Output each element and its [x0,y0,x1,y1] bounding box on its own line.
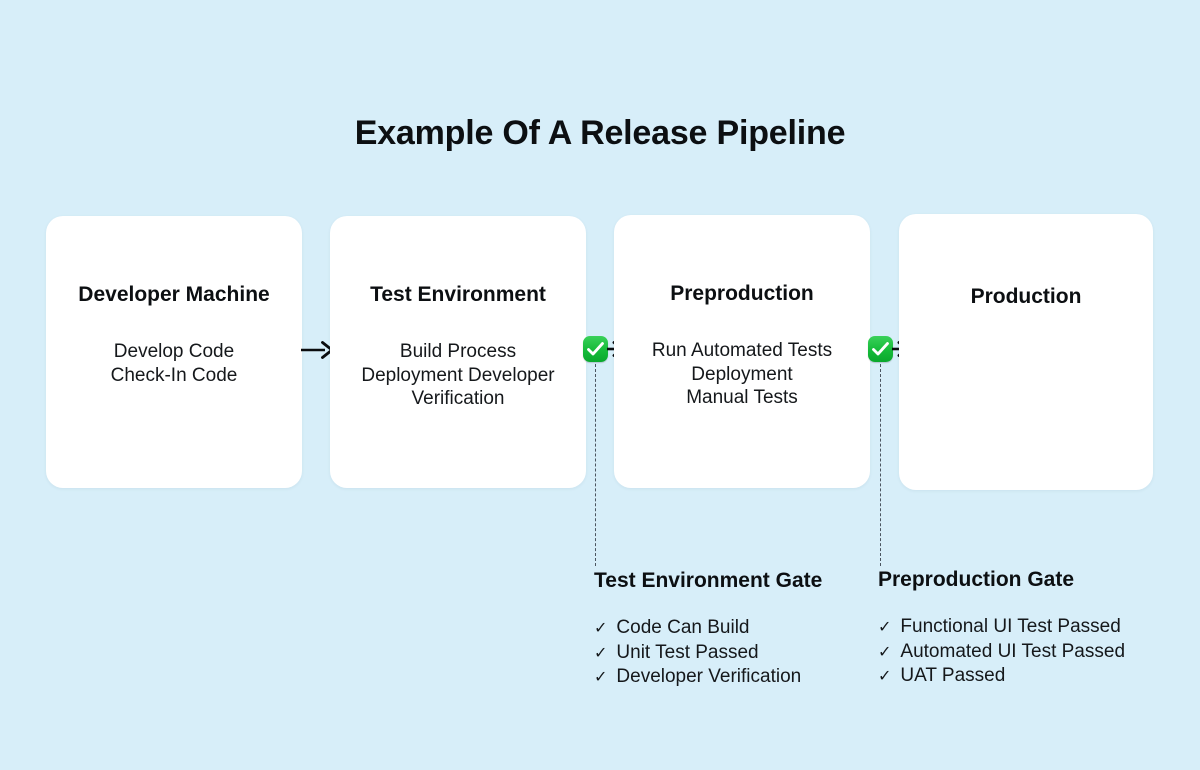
gate-detail-preproduction: Preproduction Gate ✓ Functional UI Test … [878,567,1178,689]
stage-body: Build Process Deployment Developer Verif… [361,341,555,409]
stage-card-developer-machine: Developer Machine Develop Code Check-In … [46,216,302,488]
green-check-badge-icon [868,336,893,362]
stage-title: Developer Machine [78,283,270,306]
stage-title: Production [970,285,1082,308]
stage-card-test-environment: Test Environment Build Process Deploymen… [330,216,586,488]
list-item: ✓ Developer Verification [594,665,894,690]
list-item-label: Functional UI Test Passed [900,616,1121,637]
check-icon: ✓ [878,668,892,685]
list-item-label: Code Can Build [616,617,750,638]
list-item: ✓ Functional UI Test Passed [878,615,1178,640]
list-item: ✓ Code Can Build [594,616,894,641]
stage-body: Run Automated Tests Deployment Manual Te… [651,340,833,408]
gate-criteria-list: ✓ Functional UI Test Passed ✓ Automated … [878,615,1178,689]
check-icon: ✓ [594,620,608,637]
check-icon: ✓ [878,619,892,636]
list-item-label: Unit Test Passed [616,641,759,663]
list-item: ✓ Automated UI Test Passed [878,640,1178,665]
check-icon: ✓ [594,669,608,686]
list-item: ✓ UAT Passed [878,664,1178,689]
list-item: ✓ Unit Test Passed [594,641,894,666]
gate-connector-line [880,364,881,566]
green-check-badge-icon [583,336,608,362]
gate-criteria-list: ✓ Code Can Build ✓ Unit Test Passed ✓ De… [594,616,894,690]
stage-card-preproduction: Preproduction Run Automated Tests Deploy… [614,215,870,488]
stage-body: Develop Code Check-In Code [110,341,238,386]
stage-title: Test Environment [370,283,546,306]
gate-title: Preproduction Gate [878,568,1075,591]
page-title: Example Of A Release Pipeline [354,113,846,152]
gate-title: Test Environment Gate [594,569,823,592]
list-item-label: Automated UI Test Passed [900,640,1126,662]
check-icon: ✓ [594,644,608,662]
arrow-right-icon [300,338,334,362]
gate-detail-test-environment: Test Environment Gate ✓ Code Can Build ✓… [594,568,894,690]
stage-card-production: Production [899,214,1153,490]
check-icon: ✓ [878,643,892,661]
list-item-label: Developer Verification [616,666,802,687]
gate-connector-line [595,364,596,566]
stage-title: Preproduction [670,282,814,305]
list-item-label: UAT Passed [900,665,1006,686]
